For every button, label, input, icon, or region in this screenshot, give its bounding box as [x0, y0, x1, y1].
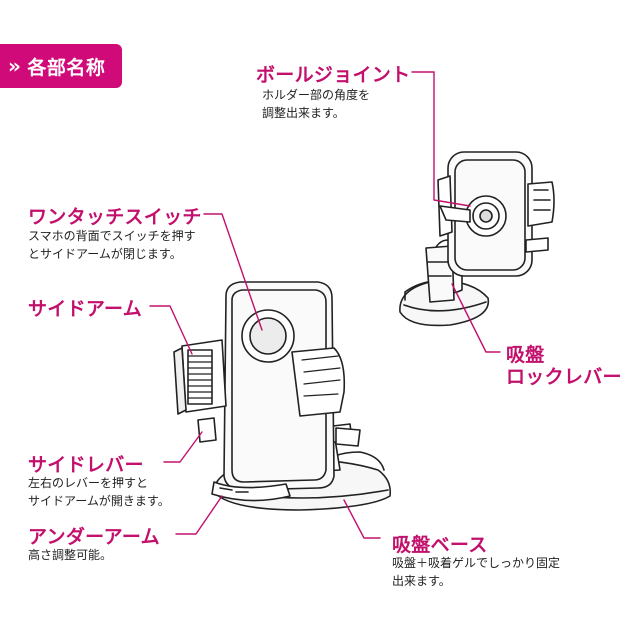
- side-lever-desc-line: サイドアームが開きます。: [28, 494, 170, 508]
- one-touch-switch-desc-line: とサイドアームが閉じます。: [28, 247, 182, 261]
- ball-joint-description: ホルダー部の角度を 調整出来ます。: [262, 86, 370, 122]
- under-arm-desc-line: 高さ調整可能。: [28, 548, 113, 562]
- section-title-badge: » 各部名称: [0, 44, 122, 88]
- one-touch-switch-desc-line: スマホの背面でスイッチを押す: [28, 229, 196, 243]
- suction-lock-lever-label-line1: 吸盤: [506, 344, 545, 366]
- side-lever-desc-line: 左右のレバーを押すと: [28, 476, 149, 490]
- rear-view-holder: [399, 151, 555, 327]
- double-chevron-right-icon: »: [8, 54, 22, 78]
- suction-base-desc-line: 出来ます。: [392, 574, 451, 588]
- one-touch-switch-label: ワンタッチスイッチ: [28, 206, 202, 228]
- side-lever-label: サイドレバー: [28, 454, 144, 476]
- suction-base-label: 吸盤ベース: [392, 534, 488, 556]
- leader-lines: [149, 71, 501, 539]
- under-arm-label: アンダーアーム: [28, 526, 160, 548]
- ball-joint-desc-line: ホルダー部の角度を: [262, 88, 371, 102]
- section-title: 各部名称: [27, 56, 106, 79]
- one-touch-switch-description: スマホの背面でスイッチを押す とサイドアームが閉じます。: [28, 227, 196, 263]
- suction-base-desc-line: 吸盤＋吸着ゲルでしっかり固定: [392, 556, 561, 570]
- front-holder: [173, 281, 392, 511]
- under-arm-description: 高さ調整可能。: [28, 546, 112, 564]
- suction-base-description: 吸盤＋吸着ゲルでしっかり固定 出来ます。: [392, 554, 560, 590]
- suction-lock-lever-label-line2: ロックレバー: [506, 366, 622, 388]
- ball-joint-desc-line: 調整出来ます。: [262, 106, 345, 120]
- side-lever-description: 左右のレバーを押すと サイドアームが開きます。: [28, 474, 170, 510]
- ball-joint-label: ボールジョイント: [256, 64, 411, 86]
- side-arm-label: サイドアーム: [28, 298, 143, 320]
